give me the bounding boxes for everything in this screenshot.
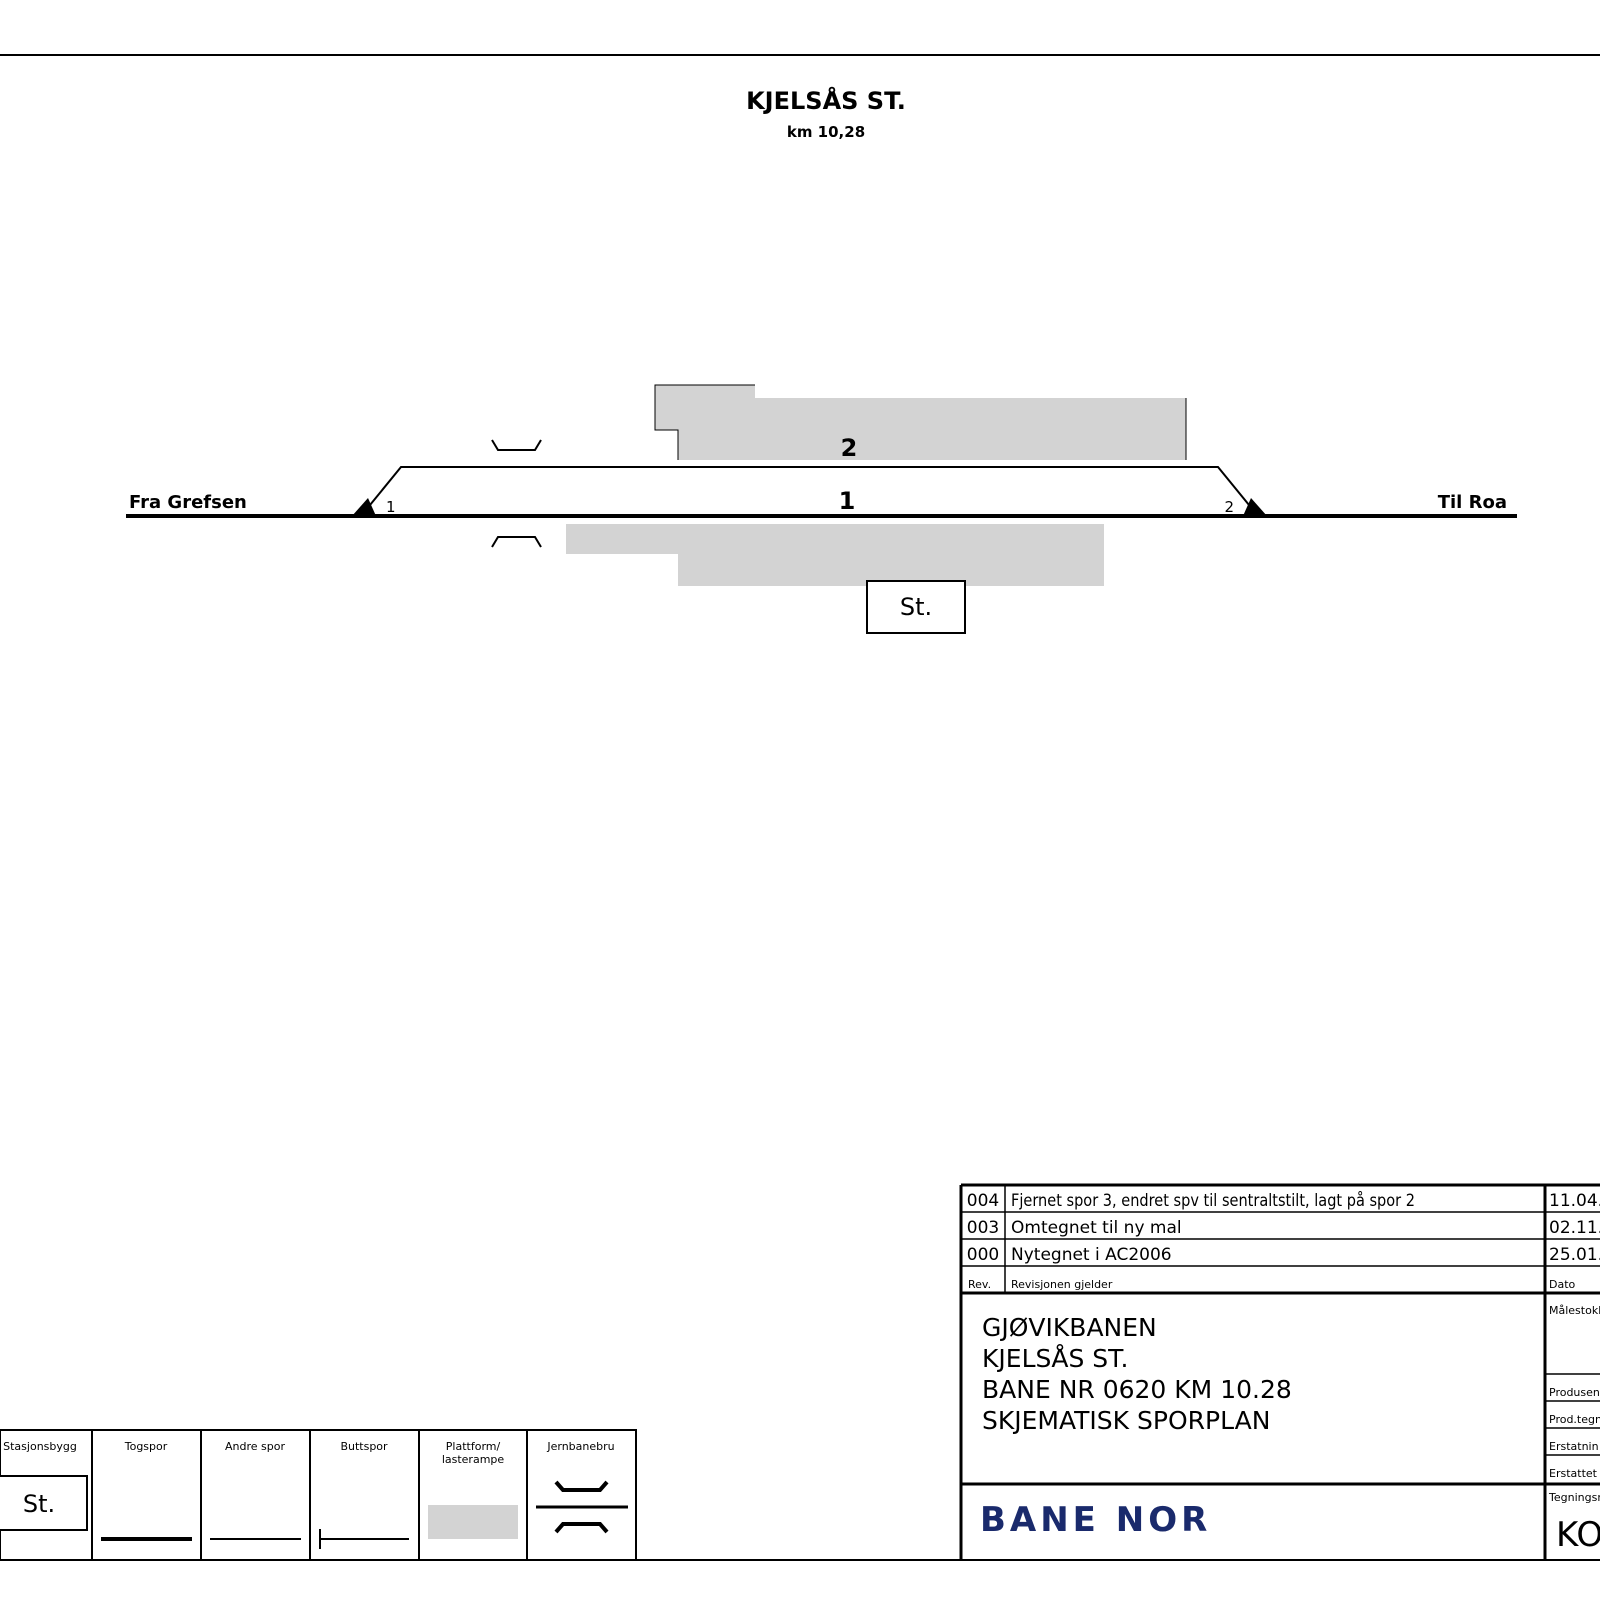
revision-row-1-rev: 004: [967, 1191, 999, 1211]
legend-label-buttspor: Buttspor: [340, 1440, 388, 1453]
side-label-produsent: Produsen: [1549, 1386, 1600, 1399]
platforms: [566, 385, 1186, 586]
title-line-1: GJØVIKBANEN: [982, 1313, 1157, 1342]
revision-header-description: Revisjonen gjelder: [1011, 1278, 1113, 1291]
track-1-label: 1: [839, 487, 856, 515]
legend-bridge-icon: [536, 1480, 628, 1534]
sheet-title: KJELSÅS ST.: [746, 86, 906, 115]
legend-label-jernbanebru: Jernbanebru: [546, 1440, 614, 1453]
track-2: [360, 466, 1259, 517]
switch-2-symbol: [1243, 498, 1267, 516]
side-label-erstatning: Erstatnin: [1549, 1440, 1599, 1453]
platform-north-edge: [654, 384, 755, 460]
legend-frame: [0, 1429, 637, 1561]
legend-station-symbol-text: St.: [23, 1490, 55, 1518]
switch-1-symbol: [352, 498, 376, 516]
switch-1-label: 1: [386, 498, 396, 516]
title-line-2: KJELSÅS ST.: [982, 1344, 1128, 1373]
side-label-prod-tegn: Prod.tegn: [1549, 1413, 1600, 1426]
revision-row-2-rev: 003: [967, 1218, 999, 1238]
side-label-tegningsnr: Tegningsn: [1548, 1491, 1600, 1504]
revision-row-2-description: Omtegnet til ny mal: [1011, 1218, 1182, 1238]
bridge-lower-icon: [491, 536, 542, 548]
title-line-4: SKJEMATISK SPORPLAN: [982, 1406, 1270, 1435]
revision-row-1-description: Fjernet spor 3, endret spv til sentralts…: [1011, 1190, 1415, 1211]
drawing-number: KO: [1556, 1515, 1600, 1555]
station-building-label: St.: [900, 593, 932, 621]
legend-label-lasterampe: lasterampe: [442, 1453, 505, 1466]
revision-row-2-date: 02.11.2: [1549, 1218, 1600, 1238]
platform-south-main: [566, 524, 1104, 554]
legend-label-stasjonsbygg: Stasjonsbygg: [3, 1440, 77, 1453]
direction-right-label: Til Roa: [1438, 492, 1507, 513]
platform-north-main: [678, 398, 1186, 460]
revision-header-rev: Rev.: [968, 1278, 991, 1291]
legend-label-togspor: Togspor: [124, 1440, 168, 1453]
revision-row-3-rev: 000: [967, 1245, 999, 1265]
revision-header-date: Dato: [1549, 1278, 1576, 1291]
track-2-label: 2: [841, 434, 858, 462]
legend-label-plattform: Plattform/: [446, 1440, 501, 1453]
revision-row-1-date: 11.04.2: [1549, 1191, 1600, 1211]
title-block: 004 Fjernet spor 3, endret spv til sentr…: [959, 1183, 1600, 1560]
legend-platform-symbol: [428, 1505, 518, 1539]
legend: Stasjonsbygg Togspor Andre spor Buttspor…: [0, 1429, 637, 1561]
bane-nor-logo: BANE NOR: [980, 1500, 1211, 1540]
station-building: [866, 580, 966, 634]
side-label-erstattet: Erstattet: [1549, 1467, 1598, 1480]
sheet-subtitle: km 10,28: [787, 123, 865, 141]
title-line-3: BANE NR 0620 KM 10.28: [982, 1375, 1292, 1404]
direction-left-label: Fra Grefsen: [129, 492, 247, 513]
legend-buttspor-symbol: [319, 1529, 409, 1549]
side-label-malestokk: Målestokk: [1549, 1304, 1600, 1317]
switch-2-label: 2: [1224, 498, 1234, 516]
revision-row-3-date: 25.01.2: [1549, 1245, 1600, 1265]
legend-label-andre-spor: Andre spor: [225, 1440, 285, 1453]
legend-station-symbol: [0, 1475, 88, 1531]
revision-row-3-description: Nytegnet i AC2006: [1011, 1245, 1172, 1265]
bridge-upper-icon: [491, 439, 542, 451]
